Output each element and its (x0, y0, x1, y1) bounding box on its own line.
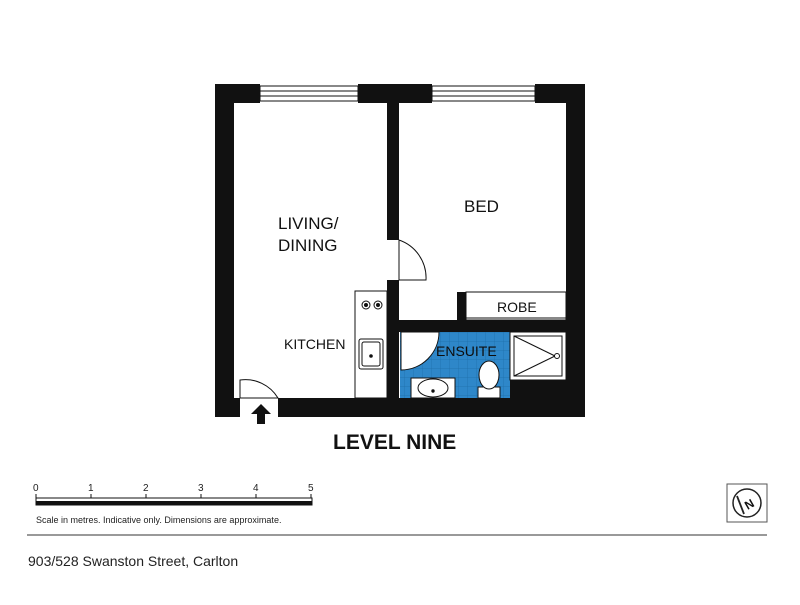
entry-arrow-icon (251, 404, 271, 424)
room-label-ensuite: ENSUITE (436, 343, 497, 359)
ensuite-door (400, 331, 440, 371)
room-label-dining: DINING (278, 236, 338, 255)
entry-door (239, 379, 279, 399)
room-label-bed: BED (464, 197, 499, 216)
shower (509, 331, 567, 381)
outer-walls (215, 84, 585, 417)
scale-tick-label: 2 (143, 483, 149, 494)
interior-walls (387, 103, 566, 400)
property-address: 903/528 Swanston Street, Carlton (28, 553, 238, 569)
toilet (477, 360, 501, 399)
scale-tick-label: 4 (253, 483, 259, 494)
scale-tick-label: 5 (308, 483, 314, 494)
bedroom-door (398, 239, 427, 281)
scale-bar: 0 1 2 3 4 5 Scale in metres. Indicative … (33, 483, 314, 525)
vanity-basin (410, 377, 456, 399)
kitchen-bench (354, 290, 388, 399)
room-label-kitchen: KITCHEN (284, 336, 345, 352)
room-label-robe: ROBE (497, 299, 537, 315)
scale-note: Scale in metres. Indicative only. Dimens… (36, 515, 281, 525)
scale-tick-label: 1 (88, 483, 94, 494)
scale-tick-label: 3 (198, 483, 204, 494)
robe (465, 291, 567, 321)
room-label-living: LIVING/ (278, 214, 339, 233)
level-title: LEVEL NINE (333, 431, 456, 454)
scale-tick-label: 0 (33, 483, 39, 494)
window-bed (431, 85, 536, 102)
window-living (259, 85, 359, 102)
north-arrow-icon: N (726, 483, 768, 523)
